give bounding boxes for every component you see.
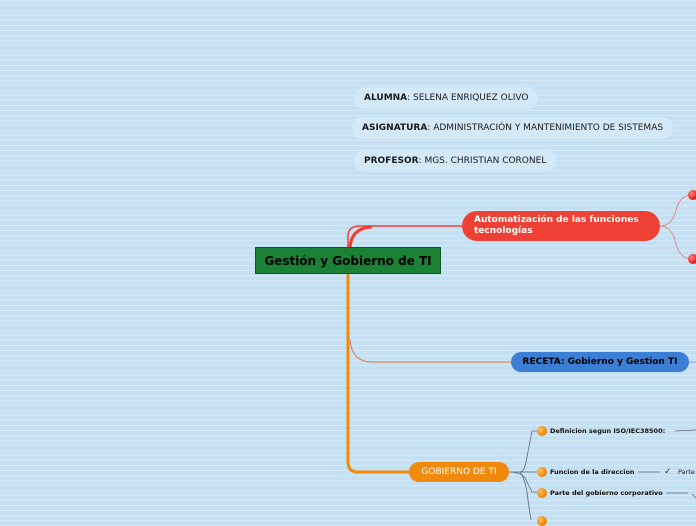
profesor-value: : MGS. CHRISTIAN CORONEL (418, 156, 547, 166)
alumna-info: ALUMNA: SELENA ENRIQUEZ OLIVO (354, 87, 539, 109)
subtopic-bullet (537, 488, 547, 498)
asignatura-info: ASIGNATURA: ADMINISTRACIÓN Y MANTENIMIEN… (352, 117, 674, 139)
automatizacion-child-node-2[interactable] (688, 254, 696, 264)
subtopic-bullet-partial (537, 516, 547, 526)
topic-automatizacion[interactable]: Automatización de las funciones tecnolog… (462, 211, 660, 241)
asignatura-value: : ADMINISTRACIÓN Y MANTENIMIENTO DE SIST… (427, 123, 664, 133)
check-icon: ✓ (664, 467, 672, 477)
automatizacion-child-node-1[interactable] (688, 190, 696, 200)
topic-gobierno[interactable]: GOBIERNO DE TI (409, 462, 509, 482)
profesor-label: PROFESOR (364, 156, 419, 166)
central-topic[interactable]: Gestión y Gobierno de TI (255, 247, 441, 274)
alumna-value: : SELENA ENRIQUEZ OLIVO (407, 93, 529, 103)
subtopic-funcion[interactable]: Funcion de la direccion (550, 468, 635, 476)
automatizacion-branches (659, 194, 691, 260)
trunk-connector (346, 274, 409, 474)
alumna-label: ALUMNA (364, 93, 408, 103)
subtopic-bullet (537, 467, 547, 477)
subtopic-parte[interactable]: Parte del gobierno corporativo (550, 489, 663, 497)
funcion-child-label[interactable]: Parte (678, 468, 695, 476)
topic-receta[interactable]: RECETA: Gobierno y Gestion TI (511, 352, 689, 372)
gobierno-branches (508, 430, 537, 520)
subtopic-definicion[interactable]: Definicion segun ISO/IEC38500: (550, 427, 666, 435)
asignatura-label: ASIGNATURA (362, 123, 428, 133)
receta-connector (349, 339, 511, 363)
automatizacion-connector (347, 225, 462, 262)
subtopic-bullet (537, 426, 547, 436)
profesor-info: PROFESOR: MGS. CHRISTIAN CORONEL (354, 150, 557, 172)
